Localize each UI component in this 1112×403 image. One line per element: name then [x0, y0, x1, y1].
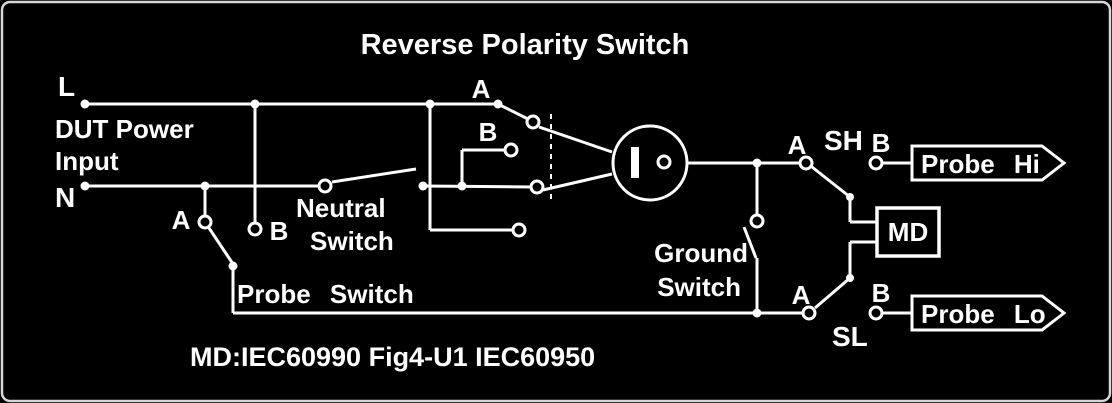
probe-hi-label: Probe Hi [921, 149, 1040, 179]
neutral-switch-label-line2: Switch [310, 226, 394, 256]
ground-switch-label-line1: Ground [654, 238, 748, 268]
probe-switch-label: Probe Switch [237, 279, 414, 309]
ground-switch [742, 163, 765, 313]
outlet-output-wire [687, 158, 800, 168]
ground-switch-label-line2: Switch [657, 272, 741, 302]
sl-label: SL [832, 321, 868, 352]
outlet-symbol [611, 124, 689, 202]
dut-power-label-line1: DUT Power [55, 114, 194, 144]
reverse-polarity-switch [428, 104, 613, 238]
probe-hi-banner [910, 144, 1067, 182]
md-box [875, 206, 941, 258]
dut-power-label-line2: Input [55, 146, 119, 176]
outlet-slot [631, 147, 639, 178]
diagram-title: Reverse Polarity Switch [361, 29, 690, 61]
probe-switch-b-label: B [270, 216, 289, 246]
n-wire [80, 181, 318, 191]
l-terminal-label: L [58, 71, 75, 102]
sl-a-label: A [792, 280, 811, 310]
neutral-switch [317, 167, 532, 194]
probe-lo-wire [233, 308, 803, 318]
outlet-ground-hole [656, 154, 672, 170]
md-box-label: MD [888, 217, 928, 247]
sh-switch [798, 155, 912, 224]
sh-label: SH [824, 125, 863, 156]
probe-switch [197, 104, 263, 313]
neutral-switch-label-line1: Neutral [296, 193, 386, 223]
probe-lo-banner [910, 294, 1067, 332]
n-terminal-label: N [55, 182, 75, 213]
sl-switch [801, 274, 912, 321]
sl-b-label: B [872, 278, 891, 308]
probe-lo-label: Probe Lo [921, 299, 1046, 329]
sh-a-label: A [788, 130, 807, 160]
probe-switch-a-label: A [172, 205, 191, 235]
sh-b-label: B [872, 128, 891, 158]
reverse-polarity-a-label: A [472, 74, 491, 104]
footnote: MD:IEC60990 Fig4-U1 IEC60950 [190, 342, 595, 372]
reverse-polarity-b-label: B [479, 117, 498, 147]
md-device [848, 206, 941, 278]
